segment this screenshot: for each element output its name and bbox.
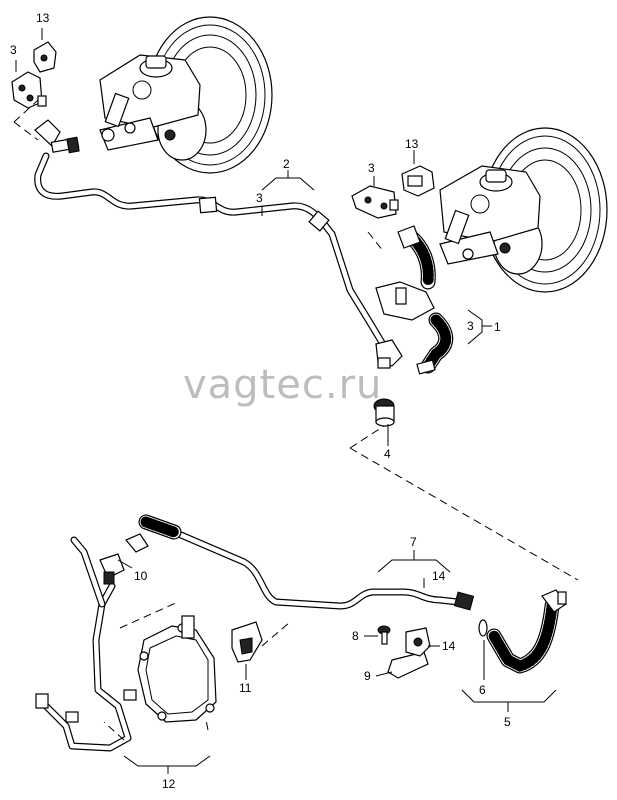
vacuum-hose-part-5: [486, 589, 567, 674]
callout-3-top-left: 3: [10, 43, 17, 57]
callout-4: 4: [384, 447, 391, 461]
clip-part-11: [231, 621, 263, 663]
callout-1: 1: [494, 320, 501, 334]
vacuum-line-lower: [138, 514, 475, 611]
callout-10: 10: [134, 569, 148, 583]
clip-part-14: [405, 627, 431, 657]
leader-lines: [13, 28, 557, 774]
callout-2: 2: [283, 157, 290, 171]
callout-1-sub-3: 3: [467, 319, 474, 333]
callout-13-top-left: 13: [36, 11, 50, 25]
bracket-part-3-left: [11, 71, 47, 109]
grommet-part-4: [373, 398, 395, 427]
leader-dashed-4-to-5: [349, 425, 579, 581]
callout-12: 12: [162, 777, 176, 791]
callout-3-right: 3: [368, 161, 375, 175]
brake-booster-left: [99, 16, 273, 174]
callout-7: 7: [410, 535, 417, 549]
callout-2-sub-3: 3: [256, 191, 263, 205]
vacuum-line-pump: [35, 536, 137, 752]
vacuum-line-upper: [34, 152, 403, 369]
callout-14: 14: [442, 639, 456, 653]
watermark-text: vagtec.ru: [183, 362, 382, 408]
bolt-part-8: [377, 625, 391, 645]
hose-clamp-part-6: [478, 619, 488, 637]
bracket-part-3-right: [351, 185, 399, 219]
brake-booster-right: [439, 127, 608, 293]
vacuum-pump: [137, 615, 217, 723]
callout-11: 11: [239, 681, 252, 695]
callout-9: 9: [364, 669, 371, 683]
bracket-part-9: [387, 651, 429, 679]
vacuum-hose-assembly-1: [375, 225, 454, 375]
clip-part-13-right: [401, 165, 435, 197]
callout-13-right: 13: [405, 137, 419, 151]
callout-8: 8: [352, 629, 359, 643]
callout-6: 6: [479, 683, 486, 697]
clip-part-13-left: [33, 41, 57, 73]
callout-7-sub-14: 14: [432, 569, 446, 583]
callout-5: 5: [504, 715, 511, 729]
vacuum-connector-left: [34, 119, 80, 154]
